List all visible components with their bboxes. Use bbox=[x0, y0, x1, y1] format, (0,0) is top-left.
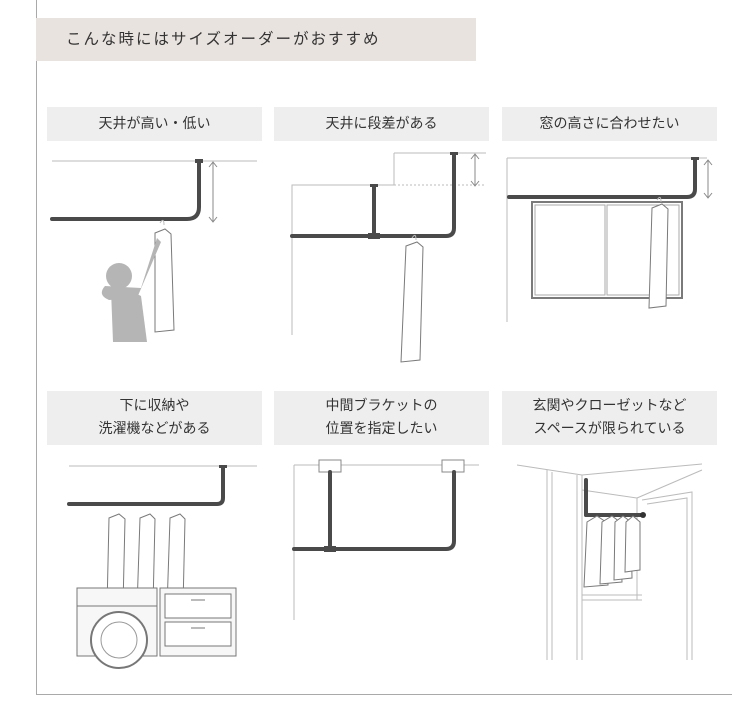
card-title-limited-space: 玄関やクローゼットなど スペースが限られている bbox=[502, 391, 717, 445]
card-title-ceiling-step: 天井に段差がある bbox=[274, 107, 489, 141]
illustration-limited-space bbox=[516, 463, 703, 660]
hanging-coats-icon bbox=[583, 515, 641, 588]
hanging-shirts-icon bbox=[106, 513, 186, 609]
illustration-storage-below bbox=[67, 465, 257, 669]
illustration-window-height bbox=[506, 157, 713, 322]
drawer-cabinet-icon bbox=[159, 587, 237, 657]
illustration-ceiling-step bbox=[290, 152, 486, 363]
washing-machine-icon bbox=[76, 587, 158, 669]
person-reaching-icon bbox=[101, 238, 161, 342]
content-frame bbox=[36, 0, 732, 695]
hanging-shirt-icon bbox=[648, 196, 669, 309]
card-title-storage-below: 下に収納や 洗濯機などがある bbox=[47, 391, 262, 445]
card-title-ceiling-height: 天井が高い・低い bbox=[47, 107, 262, 141]
card-title-window-height: 窓の高さに合わせたい bbox=[502, 107, 717, 141]
illustration-ceiling-height bbox=[50, 159, 257, 342]
section-heading: こんな時にはサイズオーダーがおすすめ bbox=[36, 18, 476, 61]
card-title-bracket-position: 中間ブラケットの 位置を指定したい bbox=[274, 391, 489, 445]
hanging-shirt-icon bbox=[154, 219, 175, 333]
illustration-bracket-position bbox=[292, 459, 479, 620]
hanging-shirt-icon bbox=[400, 234, 424, 363]
